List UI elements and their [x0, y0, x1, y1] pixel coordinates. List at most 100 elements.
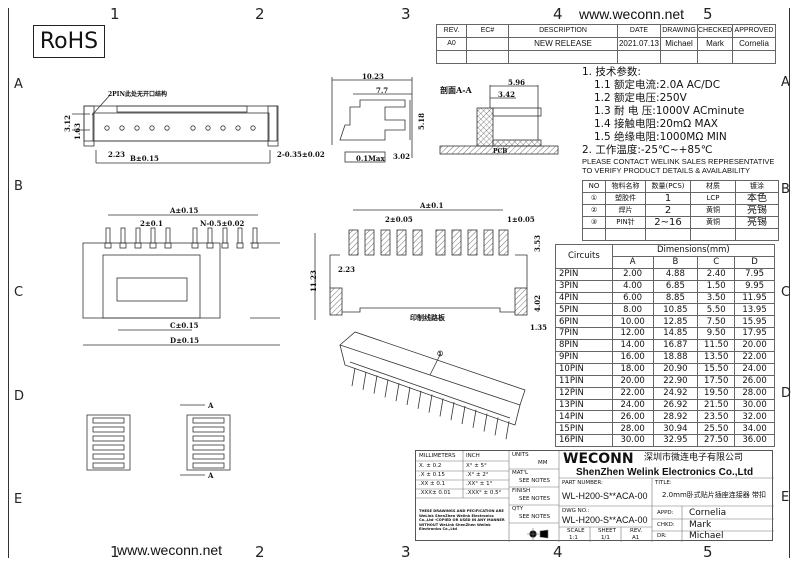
dimension-cell: 13.95 [734, 303, 775, 317]
company-name-cn: 深圳市微连电子有限公司 [644, 453, 744, 463]
circuits-header: Circuits [555, 244, 613, 269]
dimension-cell: 24.00 [734, 362, 775, 376]
part-number: WL-H200-S**ACA-00 [562, 491, 648, 501]
sheet-label: SHEET [598, 528, 616, 534]
spec-item: 1.4 接触电阻:20mΩ MAX [594, 118, 718, 130]
grid-letter: B [781, 182, 790, 197]
pin-base [206, 242, 214, 249]
pin [252, 227, 258, 244]
sales-note: PLEASE CONTACT WELINK SALES REPRESENTATI… [582, 157, 775, 166]
matl-label: MAT'L [512, 470, 529, 476]
bottom-pin [192, 444, 225, 451]
dim-label: 3.42 [498, 90, 515, 99]
iso-pin [373, 375, 378, 394]
tol-header: MILLIMETERS [419, 453, 456, 459]
dimension-cell: 2.00 [611, 267, 654, 281]
grid-letter: D [781, 386, 792, 401]
dimension-cell: 28.00 [611, 422, 654, 436]
pin [150, 227, 156, 244]
brand-logo: WECONN [563, 451, 634, 467]
rev-label: REV. [630, 528, 643, 534]
bottom-pin [192, 426, 225, 433]
part-number-label: PART NUMBER: [562, 480, 603, 486]
dim-label: 11.23 [309, 270, 318, 292]
iso-pin [472, 409, 477, 428]
dimension-cell: 12.00 [611, 327, 654, 341]
pin-base [134, 242, 142, 249]
dim-label: N-0.5±0.02 [200, 219, 245, 228]
dimension-cell: 9.95 [734, 279, 775, 293]
grid-number: 3 [401, 543, 411, 561]
section-marker: A [207, 471, 214, 480]
iso-pin [450, 402, 455, 421]
pin [120, 227, 126, 244]
chkd-label: CHKD: [657, 522, 675, 528]
dimension-cell: 32.95 [652, 434, 699, 448]
pin-base [236, 242, 244, 249]
circuit-cell: 13PIN [555, 398, 613, 412]
dim-label: 10.23 [362, 72, 384, 81]
dim-label: 2.23 [108, 150, 125, 159]
dimension-cell: 10.85 [652, 303, 699, 317]
units-value: MM [538, 460, 548, 466]
dimension-cell: 17.95 [734, 327, 775, 341]
solder-pad [435, 229, 446, 256]
dimension-cell: 28.00 [734, 386, 775, 400]
qty-value: SEE NOTES [519, 514, 550, 520]
revision-empty-row [436, 50, 776, 64]
iso-pin [351, 367, 356, 387]
dimension-cell: 8.00 [611, 303, 654, 317]
pin-base [191, 242, 199, 249]
solder-pad [396, 229, 407, 256]
dimension-cell: 24.00 [611, 398, 654, 412]
circuit-cell: 11PIN [555, 374, 613, 388]
dimension-cell: 27.50 [697, 434, 736, 448]
iso-pin [483, 413, 488, 432]
dim-label: 0.1Max [356, 154, 385, 163]
dim-label: 2.23 [338, 265, 355, 274]
pin [222, 227, 228, 244]
section-marker: A [207, 401, 214, 410]
grid-letter: A [781, 75, 790, 90]
iso-pin [439, 398, 444, 417]
bottom-pin [192, 453, 225, 460]
pin-hole [134, 125, 140, 131]
pin-base [221, 242, 229, 249]
dimension-cell: 4.00 [611, 279, 654, 293]
dimension-cell: 26.92 [652, 398, 699, 412]
dimension-cell: 26.00 [734, 374, 775, 388]
iso-pin [362, 371, 367, 390]
drawing-frame [8, 8, 790, 558]
grid-number: 1 [110, 543, 120, 561]
iso-pin [395, 383, 400, 402]
solder-pad [483, 229, 494, 256]
solder-pad [348, 229, 359, 256]
iso-pin [384, 379, 389, 398]
dr-value: Michael [689, 531, 724, 541]
dimension-cell: 18.88 [652, 351, 699, 364]
dim-label: 1.63 [73, 123, 82, 140]
bottom-pin [92, 444, 125, 451]
dimension-cell: 13.50 [697, 351, 736, 364]
iso-pin [428, 394, 433, 413]
dimension-cell: 22.00 [734, 351, 775, 364]
grid-letter: B [14, 179, 23, 194]
pin-base [164, 242, 172, 249]
website-url-bottom: www.weconn.net [117, 542, 223, 558]
dimension-cell: 36.00 [734, 434, 775, 448]
dim-label: A±0.1 [419, 201, 444, 210]
isometric-view: ① [339, 331, 526, 440]
revision-table: REV. EC# DESCRIPTION DATE DRAWING CHECKE… [436, 24, 776, 64]
tol-header: INCH [466, 453, 480, 459]
pin-hole [235, 125, 241, 131]
grid-letter: A [14, 77, 23, 92]
drawing-title: 2.0mm卧式贴片插座连接器 带扣 [662, 491, 766, 499]
dim-label: 7.7 [376, 86, 388, 95]
callout-label: ① [437, 349, 443, 358]
grid-number: 4 [553, 543, 563, 561]
dimension-cell: 16.00 [611, 351, 654, 364]
dimension-cell: 14.00 [611, 339, 654, 353]
bottom-pin [92, 435, 125, 442]
